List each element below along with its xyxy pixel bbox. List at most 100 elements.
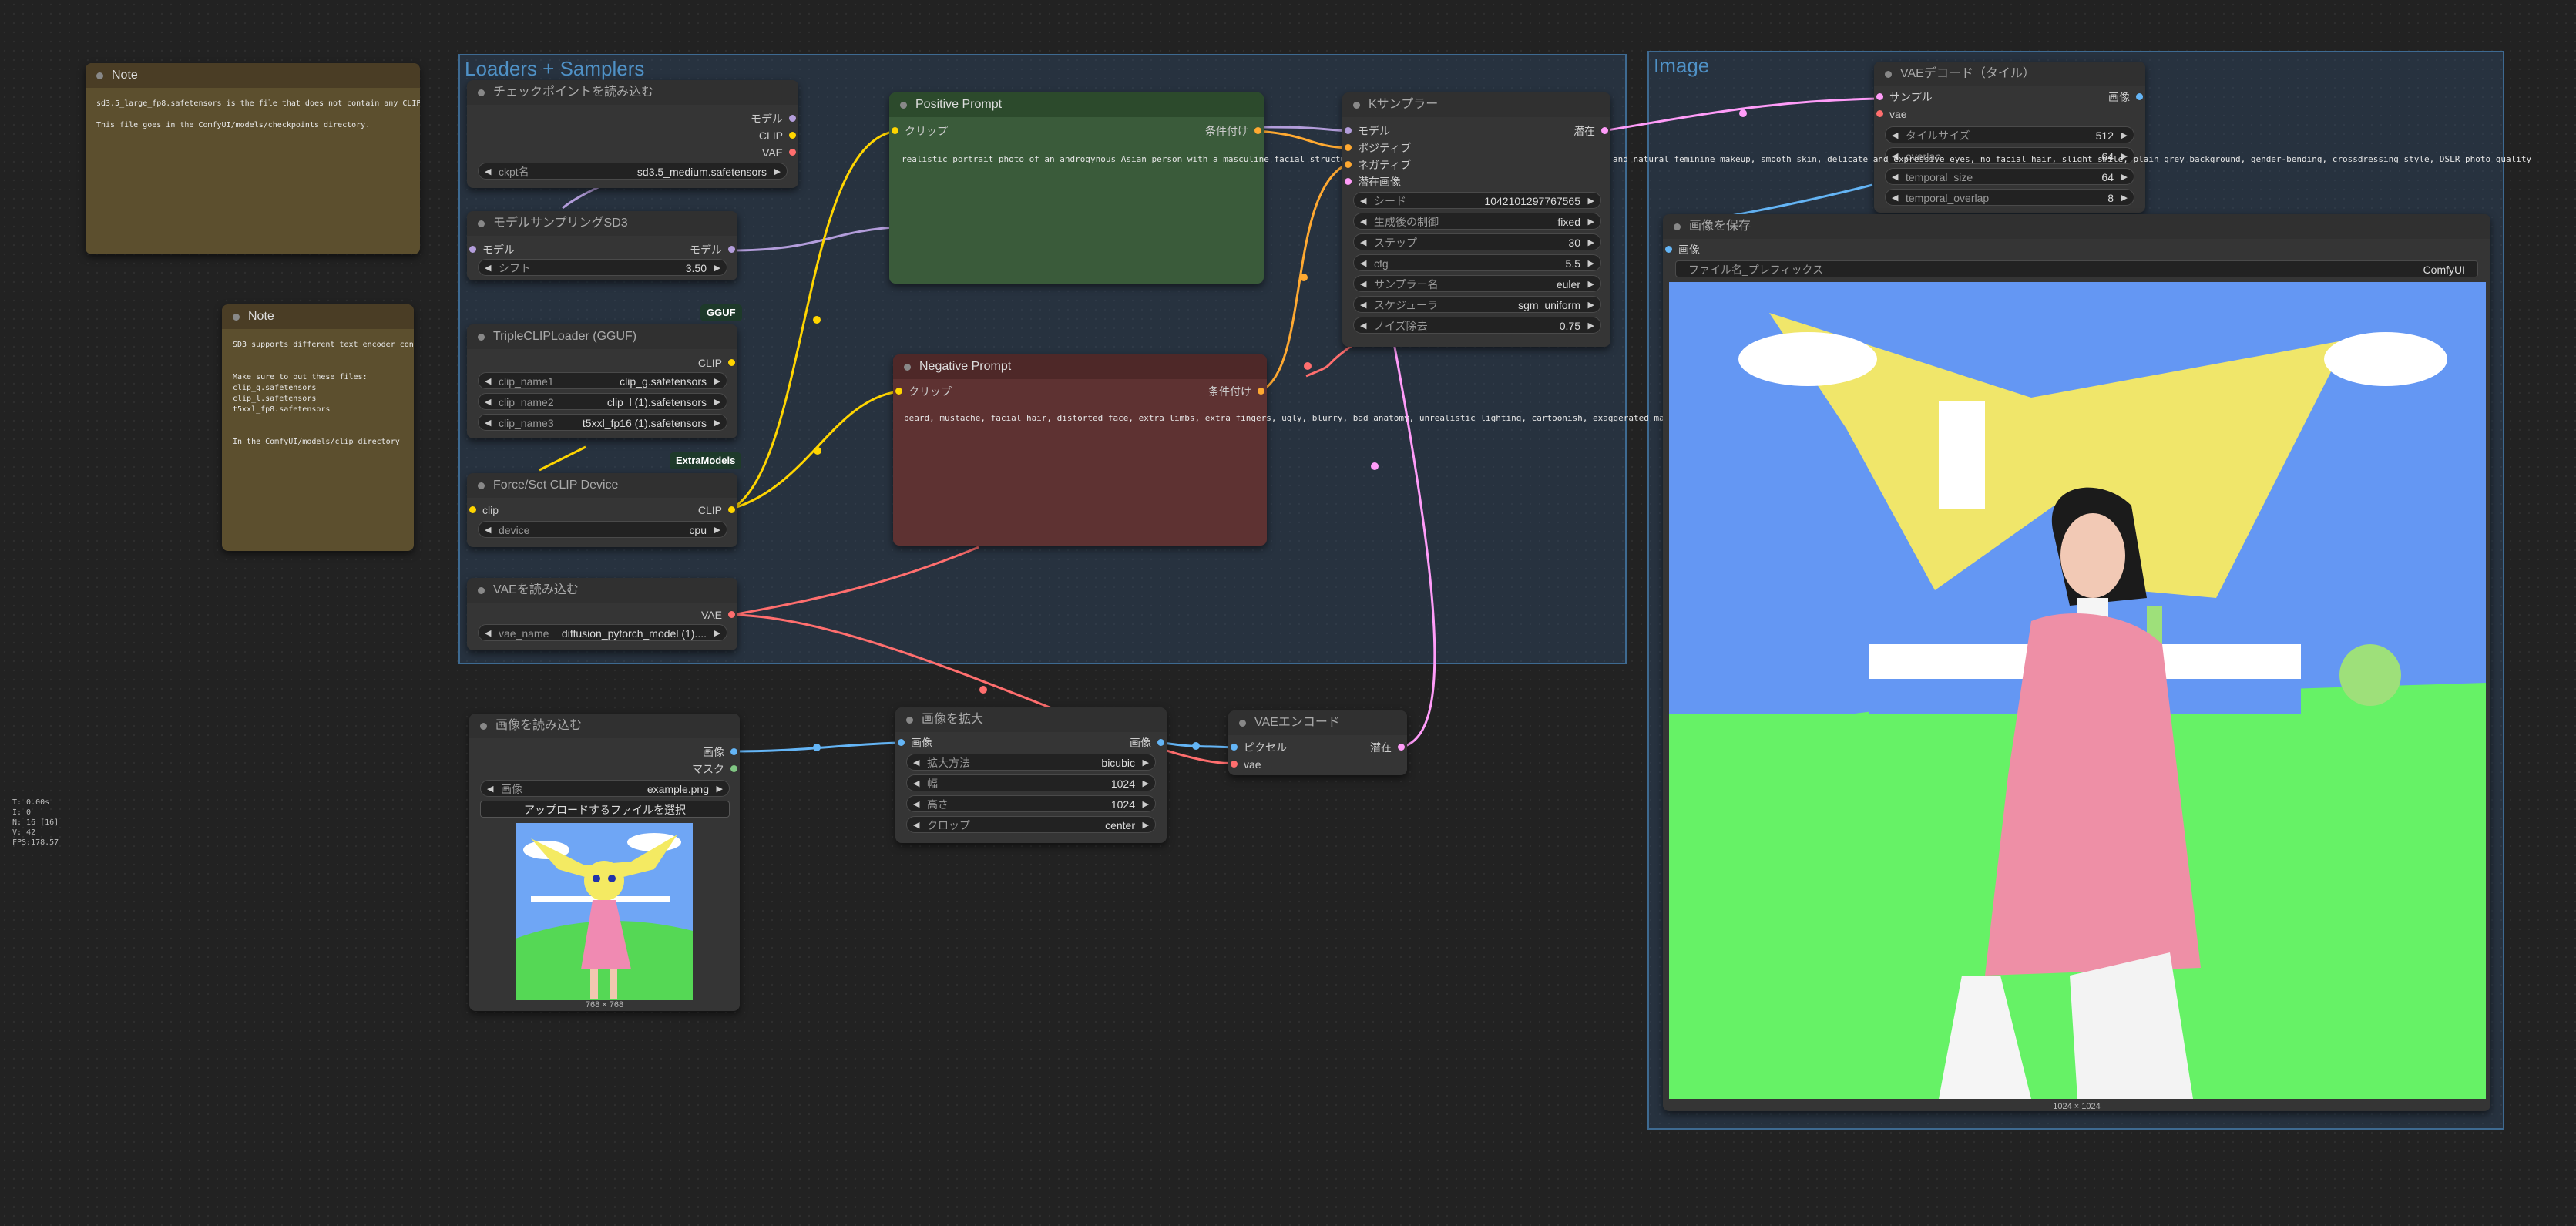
slot-dot[interactable]: [1345, 127, 1352, 134]
node-title[interactable]: TripleCLIPLoader (GGUF): [467, 324, 737, 349]
output-model[interactable]: モデル: [690, 242, 737, 257]
arrow-right-icon[interactable]: ▶: [1587, 301, 1594, 310]
input-model[interactable]: モデル: [467, 242, 515, 257]
arrow-right-icon[interactable]: ▶: [2121, 173, 2128, 182]
arrow-right-icon[interactable]: ▶: [2121, 193, 2128, 203]
slot-dot[interactable]: [1876, 110, 1883, 117]
arrow-right-icon[interactable]: ▶: [1142, 758, 1149, 768]
arrow-left-icon[interactable]: ◀: [913, 779, 920, 788]
arrow-left-icon[interactable]: ◀: [485, 526, 492, 535]
slot-dot[interactable]: [2136, 93, 2143, 100]
output-vae[interactable]: VAE: [762, 145, 798, 160]
load-image-node[interactable]: 画像を読み込む 画像 マスク ◀ 画像 example.png ▶ アップロード…: [469, 714, 740, 1011]
slot-dot[interactable]: [895, 388, 902, 395]
input-clip[interactable]: クリップ: [889, 123, 948, 139]
arrow-left-icon[interactable]: ◀: [913, 758, 920, 768]
model-sampling-sd3-node[interactable]: モデルサンプリングSD3 モデル モデル ◀ シフト 3.50 ▶: [467, 211, 737, 280]
arrow-right-icon[interactable]: ▶: [2121, 131, 2128, 140]
arrow-right-icon[interactable]: ▶: [716, 784, 723, 794]
node-title[interactable]: Force/Set CLIP Device: [467, 473, 737, 498]
input-vae[interactable]: vae: [1874, 106, 1907, 122]
arrow-left-icon[interactable]: ◀: [485, 398, 492, 407]
arrow-left-icon[interactable]: ◀: [1892, 152, 1899, 161]
arrow-right-icon[interactable]: ▶: [1587, 217, 1594, 227]
node-title[interactable]: 画像を拡大: [895, 707, 1167, 732]
positive-prompt-node[interactable]: Positive Prompt クリップ 条件付け realistic port…: [889, 92, 1417, 284]
output-conditioning[interactable]: 条件付け: [1208, 384, 1267, 399]
node-title[interactable]: 画像を保存: [1663, 214, 2490, 239]
clip-name2-combo[interactable]: ◀ clip_name2 clip_l (1).safetensors ▶: [478, 393, 727, 410]
slot-dot[interactable]: [1254, 127, 1261, 134]
arrow-right-icon[interactable]: ▶: [714, 398, 720, 407]
slot-dot[interactable]: [898, 739, 905, 746]
arrow-right-icon[interactable]: ▶: [1142, 821, 1149, 830]
slot-dot[interactable]: [1665, 246, 1672, 253]
input-latent[interactable]: 潜在画像: [1342, 174, 1401, 190]
arrow-right-icon[interactable]: ▶: [1587, 259, 1594, 268]
slot-dot[interactable]: [1345, 178, 1352, 185]
note-text[interactable]: sd3.5_large_fp8.safetensors is the file …: [86, 88, 420, 142]
slot-dot[interactable]: [728, 506, 735, 513]
node-title[interactable]: チェックポイントを読み込む: [467, 80, 798, 105]
input-clip[interactable]: clip: [467, 502, 499, 518]
slot-dot[interactable]: [730, 748, 737, 755]
arrow-left-icon[interactable]: ◀: [1360, 217, 1367, 227]
input-image[interactable]: 画像: [1663, 242, 1700, 257]
arrow-left-icon[interactable]: ◀: [1892, 173, 1899, 182]
slot-dot[interactable]: [1345, 161, 1352, 168]
node-title[interactable]: Positive Prompt: [889, 92, 1264, 117]
slot-dot[interactable]: [1398, 744, 1405, 751]
shift-number-widget[interactable]: ◀ シフト 3.50 ▶: [478, 259, 727, 276]
arrow-left-icon[interactable]: ◀: [485, 167, 492, 176]
output-clip[interactable]: CLIP: [698, 355, 737, 371]
ckpt-name-combo[interactable]: ◀ ckpt名 sd3.5_medium.safetensors ▶: [478, 163, 788, 180]
slot-dot[interactable]: [1258, 388, 1264, 395]
output-image[interactable]: 画像: [2108, 89, 2145, 105]
input-clip[interactable]: クリップ: [893, 384, 952, 399]
slot-dot[interactable]: [728, 611, 735, 618]
device-combo[interactable]: ◀ device cpu ▶: [478, 521, 727, 538]
arrow-left-icon[interactable]: ◀: [1360, 301, 1367, 310]
upload-file-button[interactable]: アップロードするファイルを選択: [480, 801, 730, 818]
slot-dot[interactable]: [1876, 93, 1883, 100]
arrow-left-icon[interactable]: ◀: [1360, 196, 1367, 206]
arrow-left-icon[interactable]: ◀: [485, 377, 492, 386]
group-title[interactable]: Image: [1654, 54, 1710, 77]
arrow-right-icon[interactable]: ▶: [2121, 152, 2128, 161]
arrow-left-icon[interactable]: ◀: [487, 784, 494, 794]
arrow-left-icon[interactable]: ◀: [485, 264, 492, 273]
output-vae[interactable]: VAE: [701, 607, 737, 623]
arrow-left-icon[interactable]: ◀: [1360, 321, 1367, 331]
group-title[interactable]: Loaders + Samplers: [465, 57, 645, 80]
arrow-left-icon[interactable]: ◀: [485, 629, 492, 638]
arrow-right-icon[interactable]: ▶: [714, 629, 720, 638]
slot-dot[interactable]: [892, 127, 898, 134]
arrow-right-icon[interactable]: ▶: [1587, 238, 1594, 247]
slot-dot[interactable]: [1601, 127, 1608, 134]
slot-dot[interactable]: [789, 115, 796, 122]
node-title[interactable]: Note: [222, 304, 414, 329]
arrow-right-icon[interactable]: ▶: [1142, 779, 1149, 788]
arrow-right-icon[interactable]: ▶: [714, 264, 720, 273]
arrow-right-icon[interactable]: ▶: [1587, 280, 1594, 289]
slot-dot[interactable]: [469, 506, 476, 513]
arrow-right-icon[interactable]: ▶: [1587, 196, 1594, 206]
node-title[interactable]: VAEを読み込む: [467, 578, 737, 603]
image-file-combo[interactable]: ◀ 画像 example.png ▶: [480, 780, 730, 797]
arrow-right-icon[interactable]: ▶: [714, 526, 720, 535]
input-image[interactable]: 画像: [895, 735, 932, 751]
input-negative[interactable]: ネガティブ: [1342, 157, 1411, 173]
prompt-textarea[interactable]: beard, mustache, facial hair, distorted …: [904, 413, 1802, 423]
node-title[interactable]: VAEエンコード: [1228, 710, 1407, 735]
